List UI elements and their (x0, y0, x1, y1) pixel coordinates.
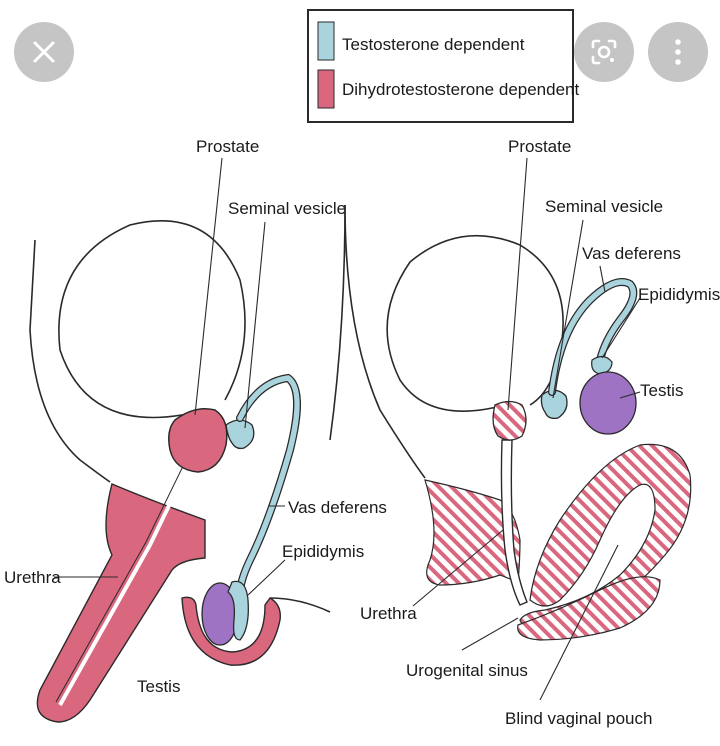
male-scrotum-skin (269, 597, 331, 613)
female-label-urethra: Urethra (360, 604, 417, 623)
legend-swatch-dht (317, 69, 335, 109)
female-seminal-vesicle-leader (552, 219, 584, 399)
female-epididymis-leader (601, 297, 641, 359)
legend-box (307, 9, 574, 123)
female-perineum (424, 479, 521, 586)
lens-icon (591, 39, 617, 65)
female-label-vas-deferens: Vas deferens (582, 244, 681, 263)
legend-swatch-testosterone (317, 21, 335, 61)
female-urethra-leader (412, 529, 504, 607)
female-bladder (386, 234, 564, 412)
male-label-epididymis: Epididymis (282, 542, 364, 561)
female-urethra-tube (500, 439, 528, 606)
female-label-prostate: Prostate (508, 137, 571, 156)
male-vas-deferens-fill (236, 375, 300, 603)
male-body-outline (29, 239, 111, 483)
male-body-outline-right (329, 204, 346, 441)
male-label-prostate: Prostate (196, 137, 259, 156)
male-prostate (168, 408, 228, 473)
male-urethra-canal (58, 461, 192, 706)
female-vas-deferens-fill (549, 279, 637, 395)
female-diagram: Prostate Seminal vesicle Vas deferens Ep… (344, 137, 720, 728)
female-urogenital-sinus-leader (461, 617, 519, 651)
female-labial-fold (519, 443, 692, 629)
close-icon (33, 41, 55, 63)
more-options-button[interactable] (648, 22, 708, 82)
female-label-epididymis: Epididymis (638, 285, 720, 304)
male-label-seminal-vesicle: Seminal vesicle (228, 199, 346, 218)
close-button[interactable] (14, 22, 74, 82)
male-label-urethra: Urethra (4, 568, 61, 587)
female-prostate-leader (507, 157, 528, 411)
male-epididymis (227, 580, 249, 641)
male-bladder (58, 220, 246, 419)
more-vert-icon (675, 39, 681, 65)
female-testis (579, 371, 637, 435)
male-seminal-vesicle (225, 419, 255, 450)
female-blind-vaginal-pouch-leader (539, 544, 619, 701)
female-lower-fold (517, 576, 661, 641)
female-body-outline (344, 204, 426, 479)
male-urethra-canal-edge (55, 457, 188, 703)
female-label-blind-vaginal-pouch: Blind vaginal pouch (505, 709, 652, 728)
male-seminal-vesicle-leader (244, 221, 266, 429)
male-epididymis-leader (247, 559, 286, 596)
female-seminal-vesicle (540, 389, 568, 420)
legend: Testosterone dependent Dihydrotestostero… (307, 9, 579, 123)
legend-label-testosterone: Testosterone dependent (342, 35, 525, 54)
female-vas-deferens-leader (599, 265, 606, 293)
male-label-vas-deferens: Vas deferens (288, 498, 387, 517)
male-diagram: Prostate Seminal vesicle Vas deferens Ep… (4, 137, 387, 723)
male-label-testis: Testis (137, 677, 180, 696)
female-testis-leader (619, 391, 641, 399)
legend-label-dht: Dihydrotestosterone dependent (342, 80, 579, 99)
lens-search-button[interactable] (574, 22, 634, 82)
female-label-seminal-vesicle: Seminal vesicle (545, 197, 663, 216)
female-label-urogenital-sinus: Urogenital sinus (406, 661, 528, 680)
male-penis (36, 483, 206, 723)
female-label-testis: Testis (640, 381, 683, 400)
female-prostate (492, 400, 527, 441)
male-prostate-leader (194, 157, 223, 416)
